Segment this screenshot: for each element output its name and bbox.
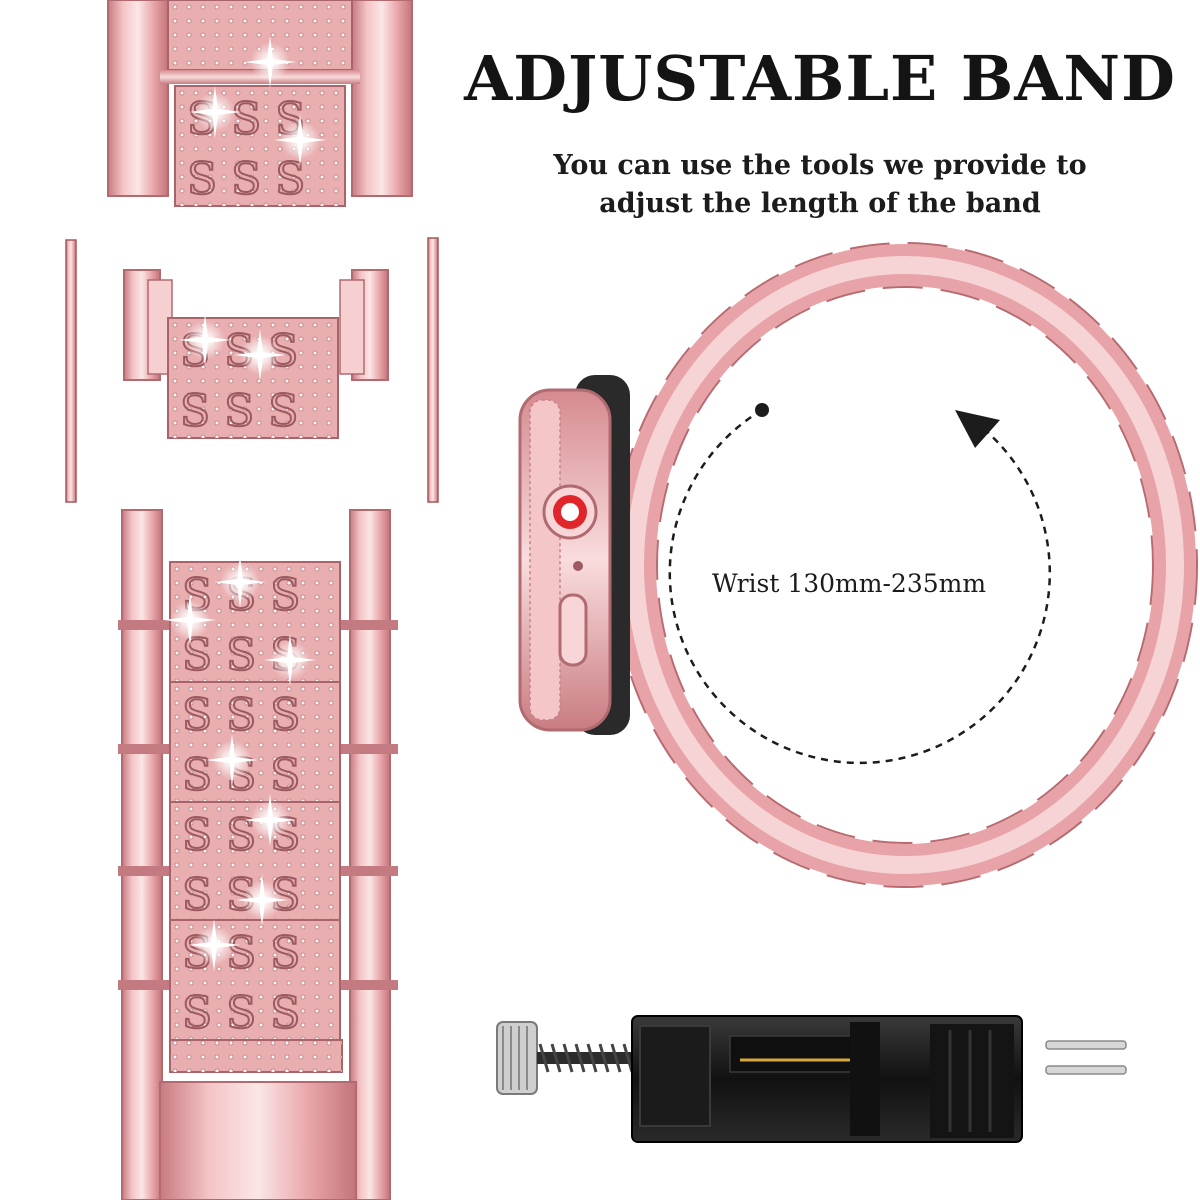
band-lower-stack: [118, 509, 398, 1200]
wrist-size-label: Wrist 130mm-235mm: [712, 569, 987, 598]
headline: ADJUSTABLE BAND: [464, 42, 1176, 115]
spring-bar-left: [65, 239, 77, 503]
spare-pins: [1045, 1040, 1127, 1075]
knurled-knob-icon: [496, 1021, 538, 1095]
spring-bar-right: [427, 237, 439, 503]
pin-removal-tool: [496, 1015, 1023, 1143]
dashed-rotation-arrow-icon: [668, 403, 1052, 765]
band-top-segment: [107, 0, 413, 207]
detached-link: [123, 269, 389, 439]
watch-band-loop: [612, 242, 1198, 888]
side-button: [558, 593, 588, 667]
watch-case: [518, 375, 630, 735]
subtitle-line-1: You can use the tools we provide to: [553, 150, 1087, 181]
subtitle-line-2: adjust the length of the band: [599, 188, 1041, 219]
